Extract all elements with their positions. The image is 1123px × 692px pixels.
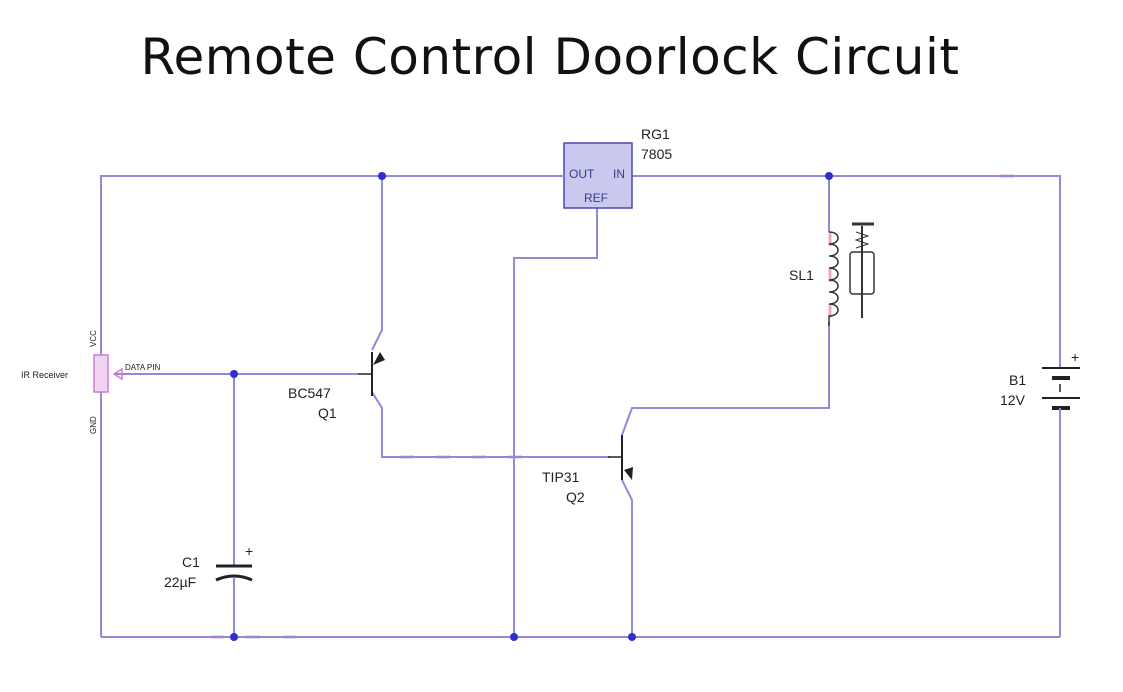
- voltage-regulator: OUT IN REF RG1 7805: [546, 126, 672, 209]
- node-solenoid-top: [825, 172, 833, 180]
- ir-receiver-label: IR Receiver: [21, 370, 68, 380]
- wires: [100, 175, 1061, 638]
- q2-part-label: TIP31: [542, 469, 580, 485]
- solenoid: SL1: [789, 222, 875, 326]
- capacitor-value-label: 22µF: [164, 574, 196, 590]
- gnd-pin-label: GND: [89, 416, 98, 434]
- data-pin-label: DATA PIN: [125, 363, 160, 372]
- capacitor-ref-label: C1: [182, 554, 200, 570]
- vcc-pin-label: VCC: [89, 330, 98, 347]
- regulator-pin-out: OUT: [569, 167, 595, 181]
- solenoid-ref-label: SL1: [789, 267, 814, 283]
- q1-part-label: BC547: [288, 385, 331, 401]
- battery: + B1 12V: [1000, 349, 1080, 420]
- regulator-part-label: 7805: [641, 146, 672, 162]
- q2-ref-label: Q2: [566, 489, 585, 505]
- node-q1-collector: [378, 172, 386, 180]
- transistor-q2: TIP31 Q2: [542, 435, 633, 505]
- q1-ref-label: Q1: [318, 405, 337, 421]
- capacitor-polarity: +: [245, 543, 253, 559]
- node-q2-ground: [628, 633, 636, 641]
- node-ref-ground: [510, 633, 518, 641]
- junction-nodes: [230, 172, 833, 641]
- capacitor: + C1 22µF: [164, 543, 253, 590]
- battery-ref-label: B1: [1009, 372, 1026, 388]
- ir-receiver: IR Receiver DATA PIN VCC GND: [21, 330, 160, 434]
- diagram-title: Remote Control Doorlock Circuit: [140, 28, 960, 86]
- battery-polarity: +: [1071, 349, 1079, 365]
- regulator-ref-label: RG1: [641, 126, 670, 142]
- node-data-line: [230, 370, 238, 378]
- regulator-pin-in: IN: [613, 167, 625, 181]
- node-c1-ground: [230, 633, 238, 641]
- battery-value-label: 12V: [1000, 392, 1026, 408]
- regulator-pin-ref: REF: [584, 191, 608, 205]
- transistor-q1: BC547 Q1: [288, 352, 385, 421]
